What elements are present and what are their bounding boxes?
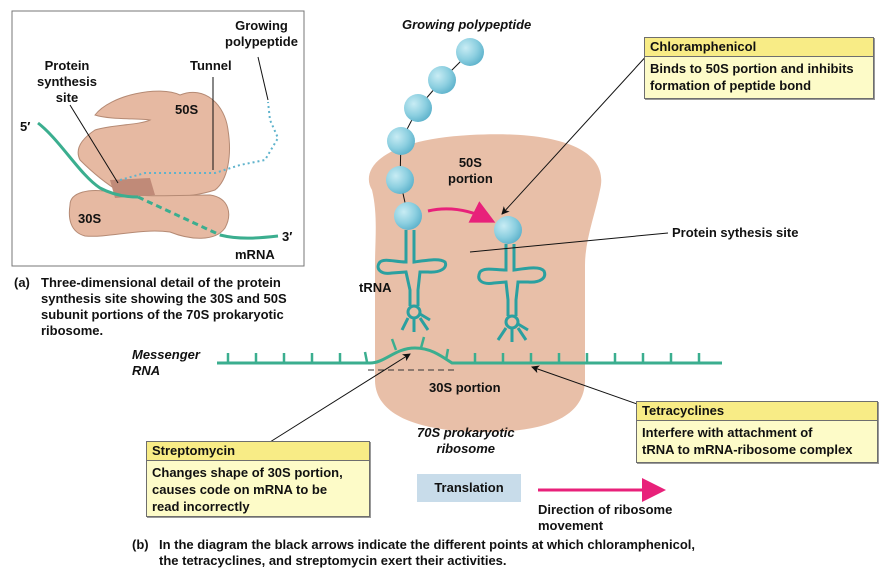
label-a-50s: 50S bbox=[175, 102, 199, 117]
caption-b-tag: (b) bbox=[132, 537, 149, 552]
label-messenger-rna: Messenger RNA bbox=[132, 347, 200, 378]
tetracyclines-box: Tetracyclines Interfere with attachment … bbox=[636, 401, 878, 463]
label-a-5-prime: 5′ bbox=[20, 119, 31, 134]
chloramphenicol-arrow bbox=[501, 51, 651, 215]
label-growing-polypeptide: Growing polypeptide bbox=[402, 17, 532, 32]
label-70s-ribosome: 70S prokaryotic ribosome bbox=[417, 425, 515, 456]
label-direction-of-movement: Direction of ribosome movement bbox=[538, 502, 673, 533]
label-30s-portion: 30S portion bbox=[429, 380, 501, 395]
synthesis-site-shape bbox=[110, 178, 155, 198]
caption-b: (b) In the diagram the black arrows indi… bbox=[132, 537, 852, 569]
tetracyclines-effect: Interfere with attachment of tRNA to mRN… bbox=[642, 425, 853, 457]
mrna-strand-3d-hidden bbox=[137, 195, 221, 237]
translation-label: Translation bbox=[417, 474, 521, 502]
caption-a: (a) Three-dimensional detail of the prot… bbox=[14, 275, 314, 339]
streptomycin-arrow bbox=[269, 353, 411, 443]
mrna-strand-3d-end bbox=[219, 233, 279, 240]
label-trna: tRNA bbox=[359, 280, 392, 295]
leader-polypeptide bbox=[257, 56, 269, 101]
amino-acid bbox=[428, 66, 456, 94]
label-a-tunnel: Tunnel bbox=[190, 58, 232, 73]
chloramphenicol-effect: Binds to 50S portion and inhibits format… bbox=[650, 61, 854, 93]
incoming-amino-acid bbox=[494, 216, 522, 244]
amino-acid bbox=[456, 38, 484, 66]
caption-a-text: Three-dimensional detail of the protein … bbox=[41, 275, 287, 338]
polypeptide-chain bbox=[386, 38, 522, 244]
label-a-3-prime: 3′ bbox=[282, 229, 293, 244]
trna-left bbox=[376, 230, 448, 332]
label-a-mrna: mRNA bbox=[235, 247, 275, 262]
amino-acid bbox=[387, 127, 415, 155]
streptomycin-effect: Changes shape of 30S portion, causes cod… bbox=[152, 465, 343, 514]
caption-b-text: In the diagram the black arrows indicate… bbox=[159, 537, 695, 568]
amino-acid bbox=[404, 94, 432, 122]
label-a-protein-synthesis-site: Protein synthesis site bbox=[37, 58, 97, 105]
tetracyclines-name: Tetracyclines bbox=[637, 402, 877, 421]
caption-a-tag: (a) bbox=[14, 275, 30, 290]
streptomycin-box: Streptomycin Changes shape of 30S portio… bbox=[146, 441, 370, 517]
label-protein-synthesis-site: Protein sythesis site bbox=[672, 225, 799, 240]
tetracyclines-arrow bbox=[531, 365, 641, 406]
label-a-30s: 30S bbox=[78, 211, 102, 226]
peptide-transfer-arrow bbox=[427, 201, 496, 223]
ribosome-3d bbox=[37, 90, 280, 240]
codon-ticks bbox=[226, 336, 701, 363]
chloramphenicol-box: Chloramphenicol Binds to 50S portion and… bbox=[644, 37, 874, 99]
mrna-strand-3d bbox=[37, 121, 139, 199]
messenger-rna bbox=[217, 336, 722, 365]
label-50s-portion: 50S portion bbox=[448, 155, 493, 186]
streptomycin-name: Streptomycin bbox=[147, 442, 369, 461]
trna-right bbox=[477, 244, 547, 342]
amino-acid bbox=[386, 166, 414, 194]
leader-synthesis-site bbox=[69, 104, 119, 184]
leader-protein-synthesis-site bbox=[469, 232, 669, 253]
label-a-growing-polypeptide: Growing polypeptide bbox=[225, 18, 298, 49]
amino-acid bbox=[394, 202, 422, 230]
chloramphenicol-name: Chloramphenicol bbox=[645, 38, 873, 57]
